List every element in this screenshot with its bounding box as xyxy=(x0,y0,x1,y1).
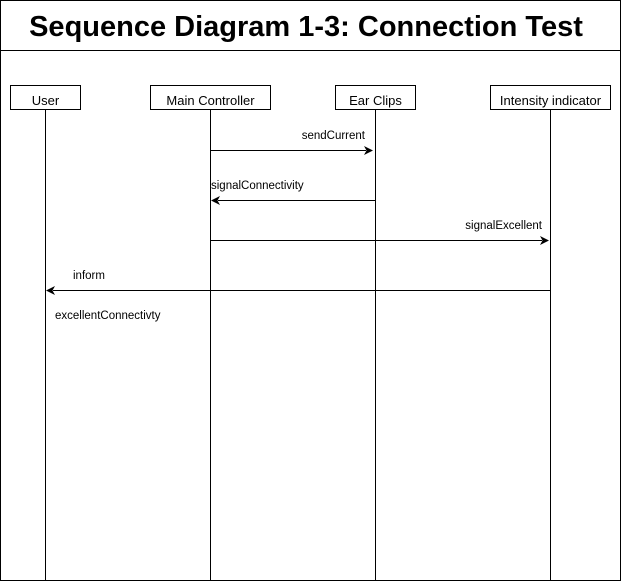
message-label: signalConnectivity xyxy=(211,180,304,192)
participant-label: Intensity indicator xyxy=(500,93,602,108)
diagram-title: Sequence Diagram 1-3: Connection Test xyxy=(29,11,583,43)
message-label: inform xyxy=(73,270,105,282)
note-label: excellentConnectivty xyxy=(55,310,161,322)
participant-label: User xyxy=(32,93,60,108)
message-label: signalExcellent xyxy=(465,220,543,232)
message-signal-excellent: signalExcellent xyxy=(210,220,549,245)
arrowhead-right-icon xyxy=(540,236,549,245)
arrowhead-left-icon xyxy=(46,286,55,295)
arrowhead-right-icon xyxy=(364,146,373,155)
participant-ear-clips: Ear Clips xyxy=(335,85,416,110)
message-send-current: sendCurrent xyxy=(210,130,373,155)
participant-label: Ear Clips xyxy=(349,93,402,108)
arrowhead-left-icon xyxy=(211,196,220,205)
message-inform: inform xyxy=(46,270,551,295)
participant-intensity-indicator: Intensity indicator xyxy=(490,85,611,110)
participant-main-controller: Main Controller xyxy=(150,85,271,110)
message-label: sendCurrent xyxy=(302,130,366,142)
message-signal-connectivity: signalConnectivity xyxy=(211,180,376,205)
participant-user: User xyxy=(10,85,81,110)
participant-label: Main Controller xyxy=(166,93,255,108)
